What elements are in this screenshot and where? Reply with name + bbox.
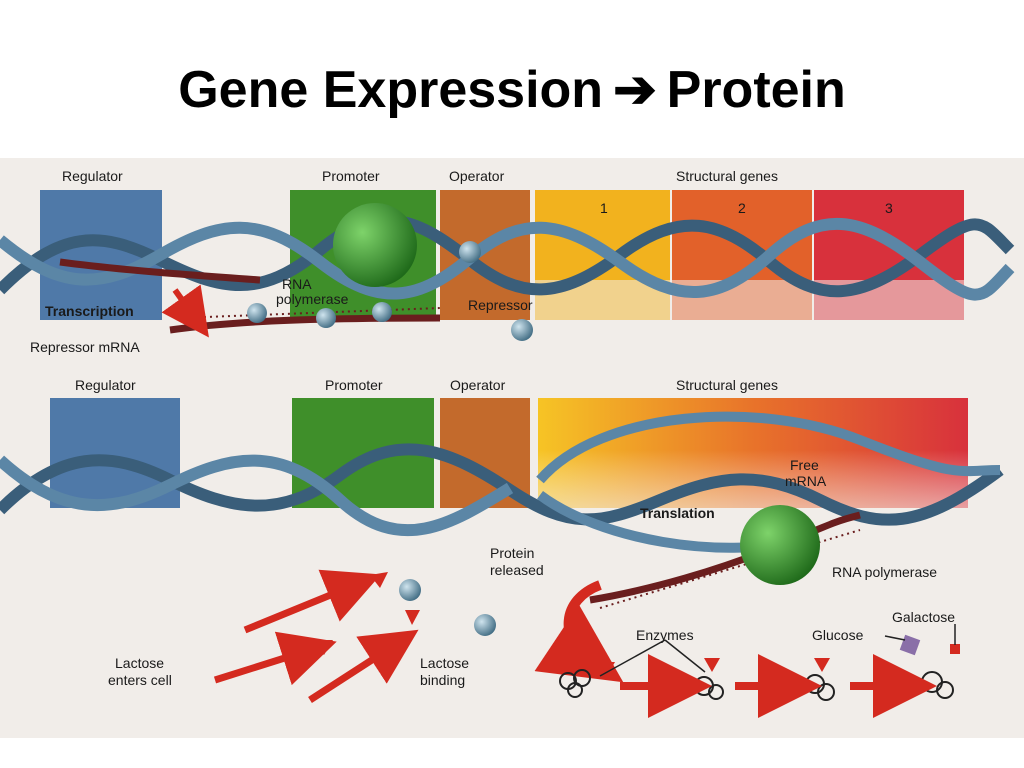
protein-release-arrow — [534, 580, 624, 683]
dna-bubble-upper — [536, 411, 1001, 484]
lactose-arrow-3 — [308, 629, 419, 703]
label-regulator-top: Regulator — [62, 168, 123, 184]
repressor-lactose-2 — [474, 614, 496, 636]
label-rna-top-2: polymerase — [276, 291, 349, 307]
label-transcription: Transcription — [45, 303, 134, 319]
label-repressor-mrna: Repressor mRNA — [30, 339, 140, 355]
title-right: Protein — [666, 61, 846, 119]
repressor-lactose-1 — [399, 579, 421, 601]
bottom-panel: Regulator Promoter Operator Structural g… — [0, 377, 1004, 718]
arrow-right-icon: ➔ — [613, 61, 657, 119]
top-panel: Regulator Promoter Operator Structural g… — [0, 168, 1015, 355]
label-operator-bottom: Operator — [450, 377, 506, 393]
title-left: Gene Expression — [178, 61, 604, 119]
dna-strand-bottom-b — [0, 454, 514, 537]
rna-polymerase-top — [333, 203, 417, 287]
label-promoter-top: Promoter — [322, 168, 380, 184]
repressor-molecule-3 — [372, 302, 392, 322]
rna-polymerase-bottom — [740, 505, 820, 585]
dna-strand-top-b — [0, 218, 1015, 301]
label-operator-top: Operator — [449, 168, 505, 184]
repressor-mrna-upper — [59, 258, 261, 284]
slide-title: Gene Expression➔Protein — [0, 60, 1024, 120]
dna-strand-top-a — [0, 214, 1015, 298]
label-lactose-binding-2: binding — [420, 672, 465, 688]
label-rna-top-1: RNA — [282, 276, 312, 292]
repressor-molecule-2 — [316, 308, 336, 328]
label-structural-bottom: Structural genes — [676, 377, 778, 393]
label-lactose-enters-2: enters cell — [108, 672, 172, 688]
label-repressor: Repressor — [468, 297, 533, 313]
repressor-bound — [459, 241, 481, 263]
label-protein-released-1: Protein — [490, 545, 534, 561]
label-free-mrna-1: Free — [790, 457, 819, 473]
label-promoter-bottom: Promoter — [325, 377, 383, 393]
label-regulator-bottom: Regulator — [75, 377, 136, 393]
repressor-free — [511, 319, 533, 341]
label-enzymes: Enzymes — [636, 627, 694, 643]
label-translation: Translation — [640, 505, 715, 521]
label-lactose-binding-1: Lactose — [420, 655, 469, 671]
label-lactose-enters-1: Lactose — [115, 655, 164, 671]
label-rna-polymerase-bottom: RNA polymerase — [832, 564, 937, 580]
transcription-arrow — [161, 284, 209, 338]
label-gene-1: 1 — [600, 200, 608, 216]
label-gene-2: 2 — [738, 200, 746, 216]
lactose-arrow-1 — [243, 569, 381, 634]
label-protein-released-2: released — [490, 562, 544, 578]
label-free-mrna-2: mRNA — [785, 473, 827, 489]
label-structural-top: Structural genes — [676, 168, 778, 184]
label-galactose: Galactose — [892, 609, 955, 625]
label-glucose: Glucose — [812, 627, 864, 643]
enzyme-cluster-1 — [559, 669, 591, 698]
lactose-arrow-2 — [213, 631, 337, 686]
repressor-molecule-1 — [247, 303, 267, 323]
galactose-icon — [950, 644, 960, 654]
label-gene-3: 3 — [885, 200, 893, 216]
